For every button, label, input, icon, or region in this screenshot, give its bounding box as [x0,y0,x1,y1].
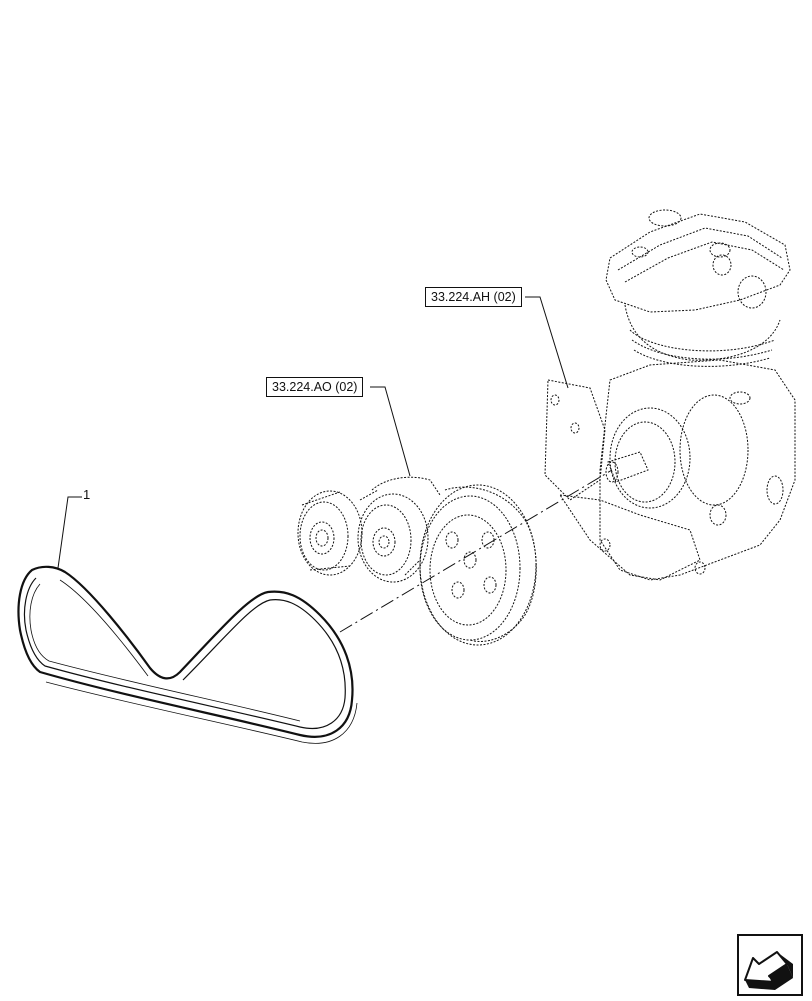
idler-pulley[interactable] [297,490,363,576]
callout-leader-belt [57,496,82,569]
compressor-pulley[interactable] [419,484,537,646]
drive-centerline [339,469,613,633]
air-compressor[interactable] [544,209,796,581]
reference-leader-compressor [525,296,569,389]
reference-link-compressor[interactable]: 33.224.AH (02) [425,287,522,307]
reference-link-tensioner[interactable]: 33.224.AO (02) [266,377,364,397]
drive-belt[interactable] [17,565,358,744]
tensioner-pulley[interactable] [357,476,441,583]
next-page-arrow-icon[interactable] [737,934,803,996]
reference-leader-tensioner [370,386,411,477]
callout-label-belt: 1 [83,487,91,502]
